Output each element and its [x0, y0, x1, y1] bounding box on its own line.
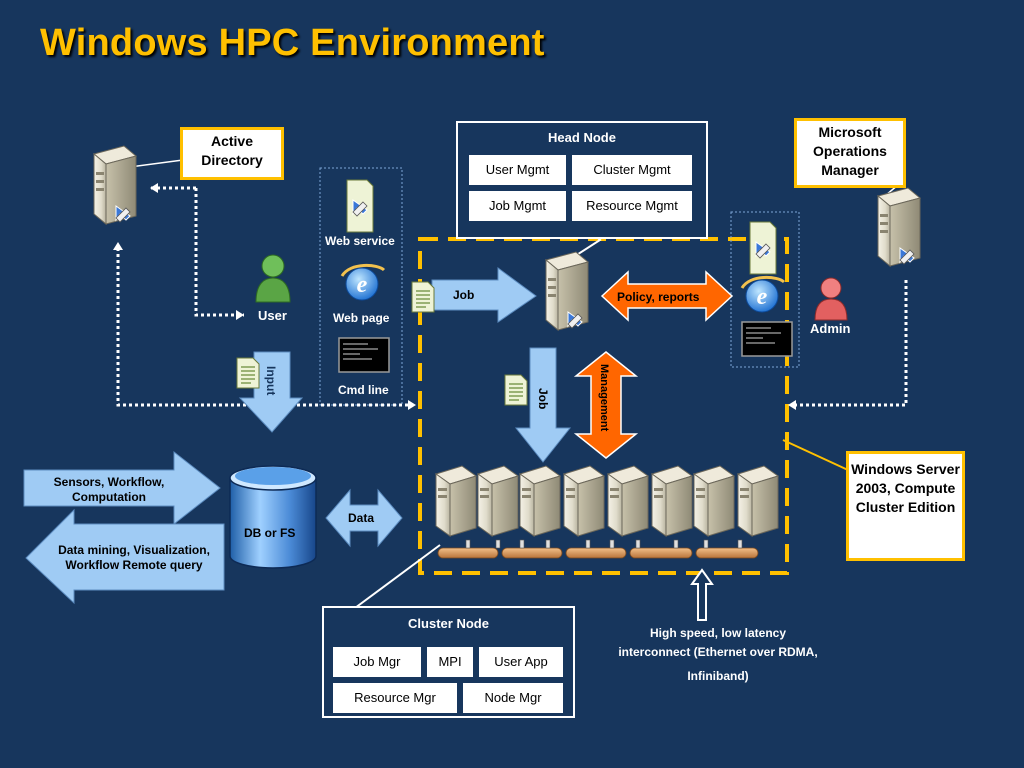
job-down-arrow	[514, 347, 572, 463]
database-icon	[229, 465, 317, 569]
compute-node-icon	[519, 465, 561, 537]
data-label: Data	[348, 511, 375, 525]
sensors-arrow	[23, 450, 221, 526]
interconnect-line-3: Infiniband)	[687, 669, 749, 683]
web-service-label: Web service	[325, 234, 395, 248]
compute-node-icon	[607, 465, 649, 537]
compute-node-icon	[563, 465, 605, 537]
ops-manager-server-icon	[877, 187, 921, 267]
mom-arrowhead	[788, 400, 796, 410]
client-panel	[319, 167, 403, 406]
job-right-label: Job	[453, 288, 475, 302]
management-label: Management	[598, 364, 610, 432]
db-label: DB or FS	[244, 526, 296, 540]
web-page-icon: e	[340, 264, 386, 301]
input-label: Input	[264, 366, 278, 396]
admin-icon	[814, 277, 848, 321]
windows-server-callout: Windows Server 2003, Compute Cluster Edi…	[846, 451, 965, 561]
admin-panel	[730, 211, 800, 368]
job-down-label: Job	[536, 388, 550, 410]
job-mgmt-cell: Job Mgmt	[468, 190, 567, 222]
admin-label: Admin	[810, 321, 851, 336]
cmd-line-icon	[338, 337, 390, 373]
node-mgr-cell: Node Mgr	[462, 682, 564, 714]
head-node-server-icon	[545, 251, 589, 331]
interconnect-arrow	[690, 568, 714, 621]
ops-manager-callout: Microsoft Operations Manager	[794, 118, 906, 188]
user-arrowhead	[236, 310, 244, 320]
compute-node-icon	[651, 465, 693, 537]
policy-arrow	[600, 270, 734, 322]
data-mining-arrow	[25, 508, 225, 605]
user-icon	[255, 254, 291, 303]
active-directory-server-icon	[93, 145, 137, 225]
admin-cmd-line-icon	[741, 321, 793, 357]
job-right-arrow	[431, 267, 537, 323]
interconnect-line-2: interconnect (Ethernet over RDMA,	[618, 645, 818, 659]
ad-arrowhead	[150, 183, 158, 193]
user-mgmt-cell: User Mgmt	[468, 154, 567, 186]
svg-text:e: e	[357, 272, 368, 298]
ad-up-arrowhead	[113, 242, 123, 250]
user-label: User	[258, 308, 287, 323]
cluster-arrowhead	[408, 400, 416, 410]
compute-node-icon	[477, 465, 519, 537]
compute-node-icon	[693, 465, 735, 537]
job-down-document-icon	[504, 374, 528, 406]
job-document-icon	[411, 281, 435, 313]
cmd-line-label: Cmd line	[338, 383, 389, 397]
mpi-cell: MPI	[426, 646, 474, 678]
web-page-label: Web page	[333, 311, 390, 325]
resource-mgmt-cell: Resource Mgmt	[571, 190, 693, 222]
cluster-mgmt-cell: Cluster Mgmt	[571, 154, 693, 186]
admin-web-page-icon: e	[740, 276, 786, 313]
cluster-boundary	[418, 237, 789, 575]
svg-text:e: e	[757, 284, 768, 310]
admin-web-service-icon	[749, 221, 777, 275]
input-document-icon	[236, 357, 260, 389]
data-arrow	[325, 488, 403, 548]
management-arrow	[573, 351, 639, 459]
wsccs-callout-line	[782, 439, 849, 471]
clusternode-pointer	[354, 544, 441, 609]
interconnect-pipe	[437, 539, 759, 559]
compute-nodes	[435, 465, 779, 537]
policy-label: Policy, reports	[617, 290, 700, 304]
compute-node-icon	[435, 465, 477, 537]
cluster-node-box: Cluster Node Job Mgr MPI User App Resour…	[322, 606, 575, 718]
head-node-title: Head Node	[548, 130, 616, 145]
head-node-box: Head Node User Mgmt Cluster Mgmt Job Mgm…	[456, 121, 708, 239]
interconnect-line-1: High speed, low latency	[649, 626, 787, 640]
sensors-label: Sensors, Workflow, Computation	[53, 475, 165, 504]
job-mgr-cell: Job Mgr	[332, 646, 422, 678]
page-title: Windows HPC Environment	[40, 22, 545, 64]
data-mining-label: Data mining, Visualization, Workflow Rem…	[58, 543, 210, 572]
user-app-cell: User App	[478, 646, 564, 678]
cluster-node-title: Cluster Node	[408, 616, 489, 631]
web-service-icon	[346, 179, 374, 233]
compute-node-icon	[737, 465, 779, 537]
active-directory-callout: Active Directory	[180, 127, 284, 180]
resource-mgr-cell: Resource Mgr	[332, 682, 458, 714]
